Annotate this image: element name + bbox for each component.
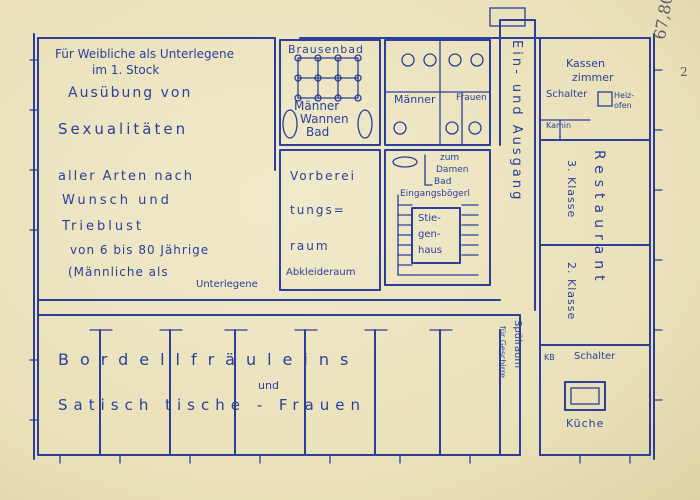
arrow-damen: [424, 154, 433, 186]
stair-steps: [397, 194, 479, 276]
room-kassen-1: Kassen: [566, 57, 605, 70]
outer-wall-double: [33, 33, 655, 460]
bathtub-right: [357, 109, 373, 139]
room-stiegen-2: gen-: [418, 229, 441, 240]
shower-grid: [294, 54, 362, 102]
room-schalter-bottom: Schalter: [574, 351, 616, 362]
left-line-8: von 6 bis 80 Jährige: [70, 243, 210, 257]
kitchen-stove: [564, 381, 606, 411]
left-line-2: im 1. Stock: [92, 63, 160, 77]
room-abkleideraum: Abkleideraum: [286, 267, 356, 278]
cubicle-walls: [99, 329, 501, 456]
room-klasse-3: 3. Klasse: [565, 160, 578, 219]
kitchen-stove-inner: [570, 387, 600, 405]
room-kassen-2: zimmer: [572, 71, 614, 84]
room-zum-damen-1: zum: [440, 153, 460, 163]
room-zum-damen-3: Bad: [434, 177, 452, 187]
stiegenhaus-box: [411, 207, 461, 264]
bottom-line-2: Satisch tische - Frauen: [58, 396, 367, 414]
room-stiegen-3: haus: [418, 245, 443, 256]
room-vorbereitung-1: Vorberei: [290, 169, 356, 183]
left-line-3: Ausübung von: [68, 85, 193, 101]
room-zum-damen-2: Damen: [436, 165, 469, 175]
left-line-9: (Männliche als: [68, 265, 169, 279]
left-line-7: Trieblust: [62, 219, 144, 234]
left-line-4: Sexualitäten: [58, 120, 189, 138]
toilet-fixtures: [393, 53, 484, 135]
vorbereitungsraum-room: [279, 149, 381, 291]
room-maenner-wanne-3: Bad: [306, 125, 330, 139]
toilet-partitions: [384, 39, 491, 146]
room-restaurant: Restaurant: [591, 150, 607, 287]
room-heizofen-2: ofen: [614, 101, 632, 110]
brausenbad-room: [279, 39, 381, 146]
room-brausenbad: Brausenbad: [288, 43, 364, 56]
room-vorbereitung-3: raum: [290, 239, 330, 253]
room-kamin: Kamin: [546, 121, 572, 130]
left-line-6: Wunsch und: [62, 193, 172, 208]
room-kueche: Küche: [566, 417, 605, 430]
left-line-10: Unterlegene: [196, 279, 258, 290]
stair-area: [384, 149, 491, 286]
kamin-wall: [539, 119, 591, 141]
room-ein-und-ausgang: Ein- und Ausgang: [509, 40, 524, 203]
room-kb: KB: [544, 353, 555, 362]
room-maenner: Männer: [394, 93, 436, 106]
room-vorbereitung-2: tungs=: [290, 203, 346, 217]
bathtub-left: [282, 109, 298, 139]
room-heizofen-1: Heiz-: [614, 91, 635, 100]
bottom-line-1: Bordellfräuleins: [58, 350, 360, 369]
pencil-note-sub: 2: [680, 65, 688, 79]
window-notches-left: [29, 59, 39, 421]
spuelraum-walls: [519, 314, 541, 456]
room-eingangsboegerl: Eingangsbögerl: [400, 189, 470, 199]
window-notches-bottom: [59, 454, 631, 464]
damen-bad-tub: [392, 156, 418, 168]
room-frauen: Frauen: [456, 93, 487, 103]
room-spuelraum-1: Spülraum: [512, 320, 523, 369]
bottom-und: und: [258, 379, 279, 392]
left-line-5: aller Arten nach: [58, 169, 194, 184]
entrance-door: [489, 7, 526, 27]
room-spuelraum-2: für Geschirre: [498, 326, 507, 378]
window-notches-right: [653, 69, 663, 401]
room-maenner-wanne-1: Männer: [294, 99, 340, 113]
room-maenner-wanne-2: Wannen: [300, 112, 349, 126]
room-klasse-2: 2. Klasse: [565, 262, 578, 321]
room-schalter-top: Schalter: [546, 89, 588, 100]
heizofen-box: [597, 91, 613, 107]
outer-wall-left-bottom: [37, 37, 521, 456]
entrance-corridor: [499, 19, 536, 311]
left-line-1: Für Weibliche als Unterlegene: [55, 47, 235, 61]
room-stiegen-1: Stie-: [418, 213, 441, 224]
